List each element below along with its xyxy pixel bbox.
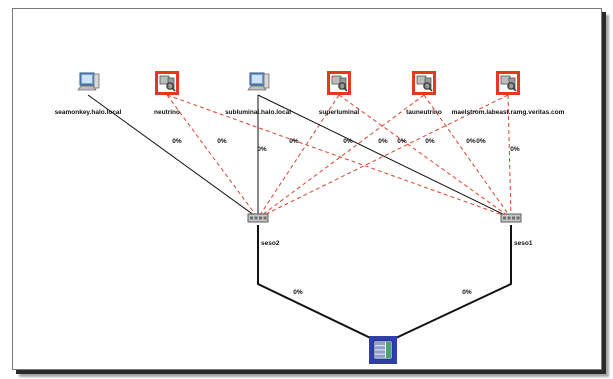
link-utilization-label: 0% (343, 138, 353, 145)
alert-host-icon (327, 71, 351, 95)
alert-host-icon (412, 71, 436, 95)
link-utilization-label: 0% (217, 138, 227, 145)
link-utilization-label: 0% (378, 138, 388, 145)
link-h3-s1[interactable] (257, 94, 512, 219)
link-utilization-label: 0% (476, 138, 486, 145)
host-label: tauneutrino (406, 109, 442, 116)
computer-icon (77, 72, 100, 91)
link-utilization-label: 0% (293, 289, 303, 296)
link-h1-s2[interactable] (87, 94, 259, 219)
link-utilization-label: 0% (397, 138, 407, 145)
alert-host-icon (496, 71, 520, 95)
link-utilization-label: 0% (510, 146, 520, 153)
switch-label: seso2 (261, 240, 280, 247)
link-h4-s1[interactable] (338, 94, 512, 219)
link-utilization-label: 0% (462, 289, 472, 296)
link-h2-s1[interactable] (166, 94, 512, 219)
link-utilization-label: 0% (172, 138, 182, 145)
switch-node-seso1[interactable]: seso1 (500, 213, 533, 247)
host-node-subluminal.halo.local[interactable]: subluminal.halo.local (225, 72, 291, 116)
host-label: subluminal.halo.local (225, 109, 291, 116)
host-node-tauneutrino[interactable]: tauneutrino (406, 71, 442, 116)
host-label: maelstrom.labeast.ramg.veritas.com (452, 109, 565, 116)
storage-node[interactable] (369, 336, 397, 364)
link-utilization-label: 0% (425, 138, 435, 145)
switch-icon (247, 213, 269, 223)
link-h2-s2[interactable] (166, 94, 259, 219)
link-utilization-label: 0% (257, 146, 267, 153)
link-s1-storage[interactable] (382, 225, 512, 345)
switch-icon (500, 213, 522, 223)
switch-node-seso2[interactable]: seso2 (247, 213, 280, 247)
topology-canvas (12, 8, 602, 370)
link-utilization-label: 0% (466, 138, 476, 145)
alert-host-icon (155, 71, 179, 95)
host-node-neutrino[interactable]: neutrino (154, 71, 180, 116)
link-h6-s2[interactable] (257, 94, 509, 219)
host-node-superluminal[interactable]: superluminal (319, 71, 360, 116)
host-label: neutrino (154, 109, 180, 116)
host-node-seamonkey.halo.local[interactable]: seamonkey.halo.local (55, 72, 122, 116)
link-h4-s2[interactable] (257, 94, 340, 219)
host-label: superluminal (319, 109, 360, 116)
computer-icon (247, 72, 270, 91)
host-label: seamonkey.halo.local (55, 109, 122, 116)
switch-label: seso1 (514, 240, 533, 247)
host-node-maelstrom.labeast.ramg.veritas.com[interactable]: maelstrom.labeast.ramg.veritas.com (452, 71, 565, 116)
link-utilization-label: 0% (289, 138, 299, 145)
link-s2-storage[interactable] (257, 225, 384, 345)
storage-array-icon (369, 336, 397, 364)
